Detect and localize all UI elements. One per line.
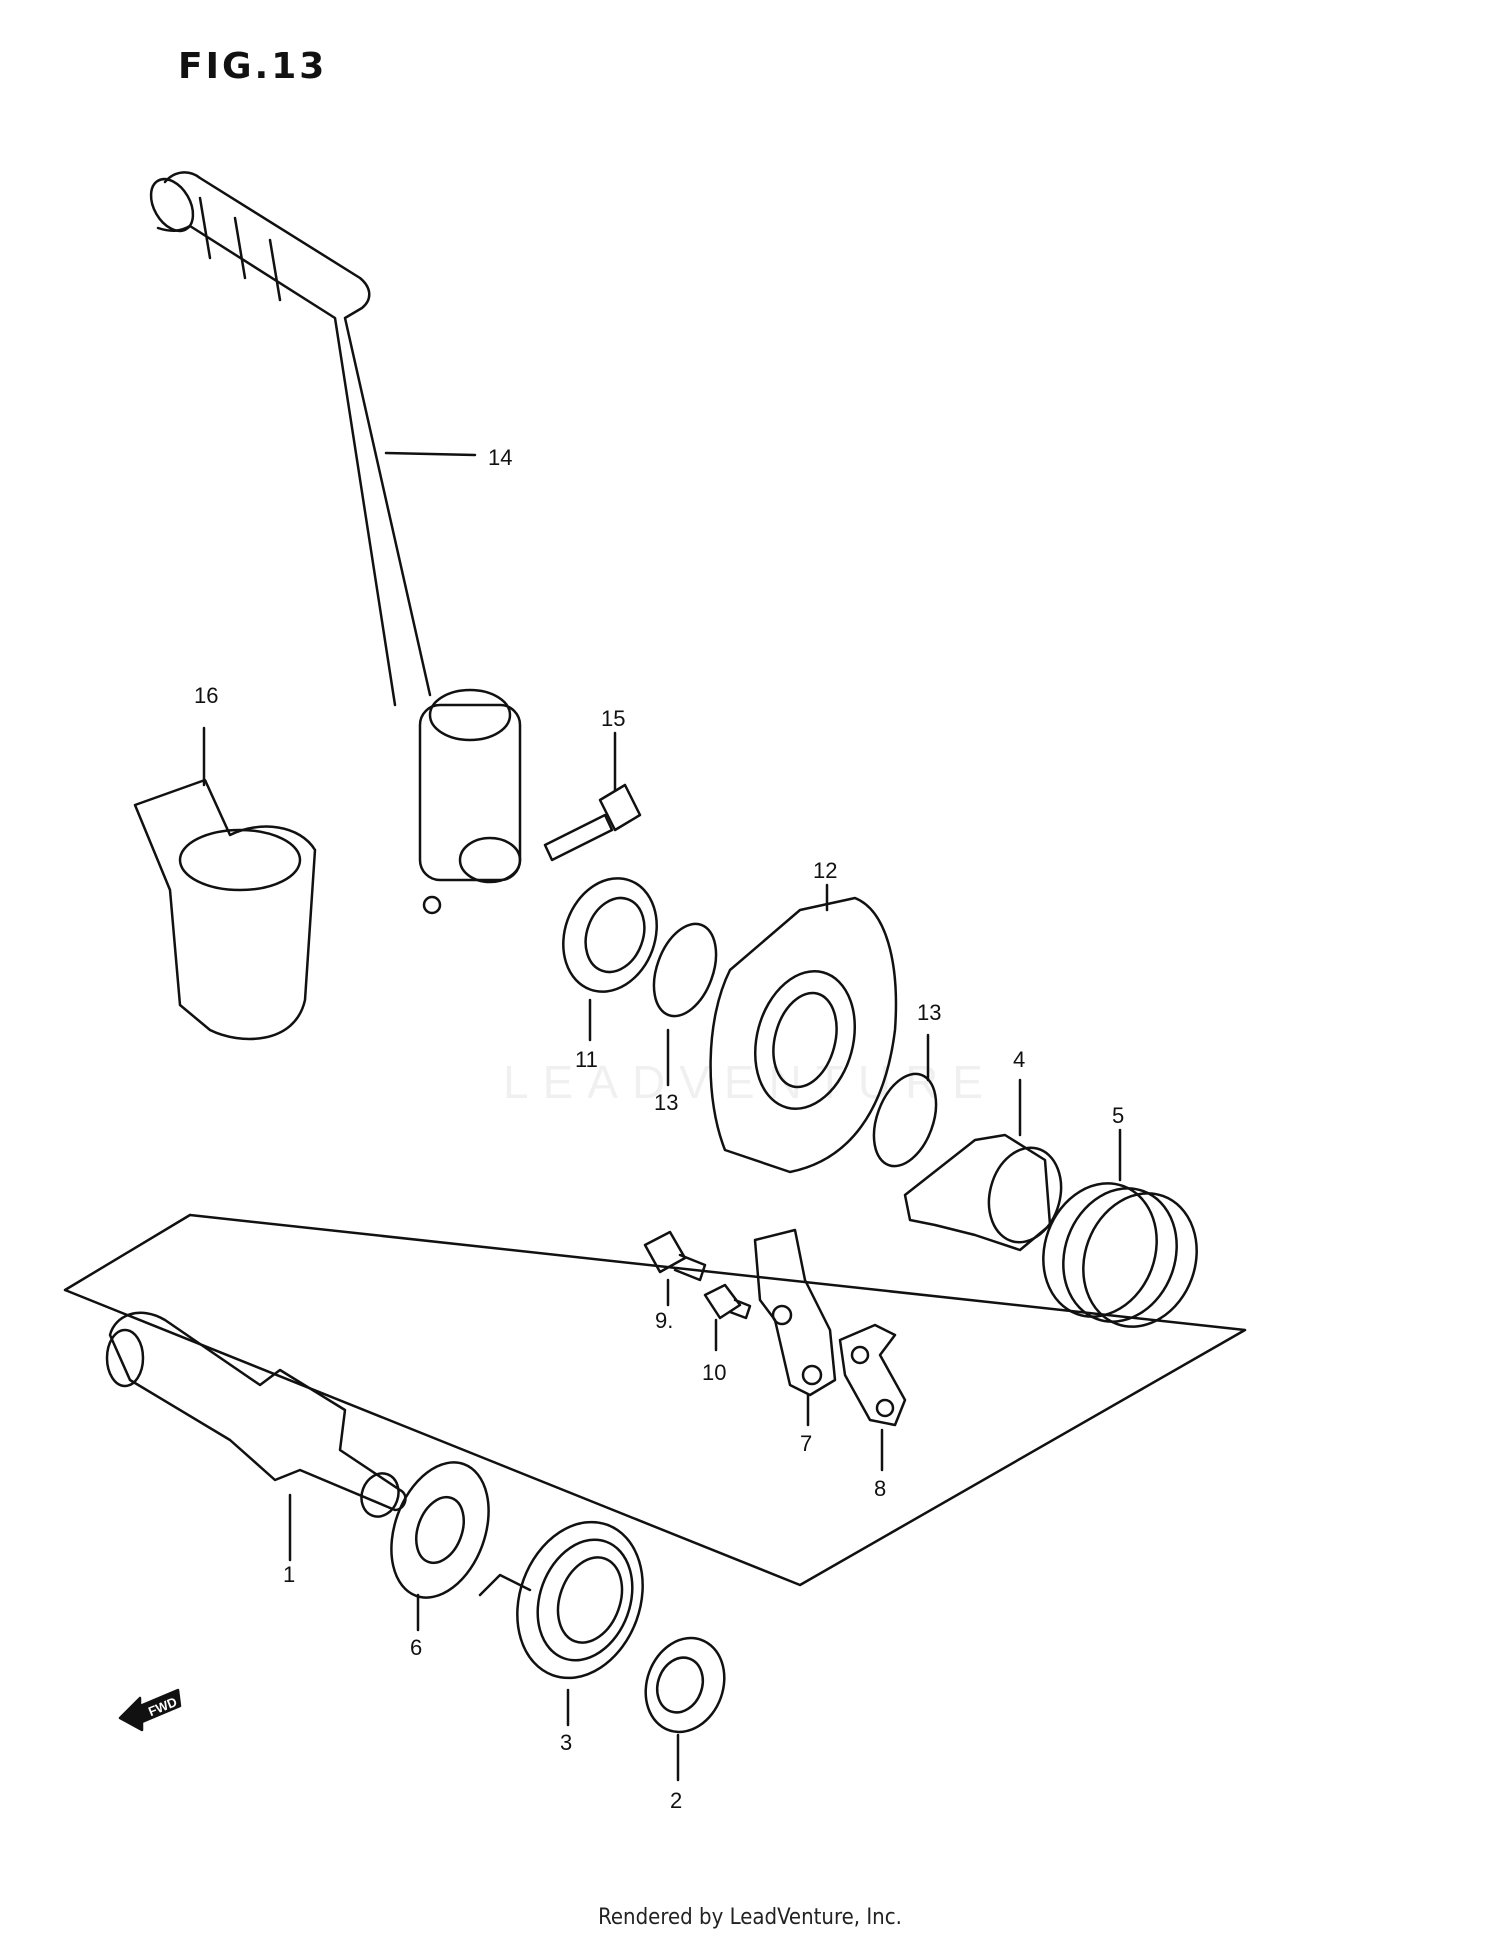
bolt-part-15: [543, 783, 642, 862]
callout-12: 12: [813, 858, 837, 883]
callout-2: 2: [670, 1788, 682, 1813]
watermark: LEADVENTURE: [503, 1056, 997, 1108]
washer-part-6: [390, 1461, 490, 1599]
bolt-part-9: [643, 1230, 707, 1282]
boot-part-16: [133, 778, 317, 1041]
callout-13a: 13: [654, 1090, 678, 1115]
callout-6: 6: [410, 1635, 422, 1660]
callout-3: 3: [560, 1730, 572, 1755]
bolt-part-10: [703, 1283, 752, 1320]
kick-shaft-part-1: [105, 1311, 407, 1518]
seal-part-11: [562, 877, 658, 993]
spring-part-5: [1042, 1182, 1198, 1328]
figure-title: FIG.13: [178, 46, 328, 87]
guide-part-8: [838, 1323, 907, 1427]
fwd-arrow-icon: [118, 1688, 182, 1732]
kick-gear-part-12: [709, 896, 898, 1174]
callout-8: 8: [874, 1476, 886, 1501]
footer-credit: Rendered by LeadVenture, Inc.: [598, 1905, 902, 1930]
callout-15: 15: [601, 706, 625, 731]
callout-14: 14: [488, 445, 512, 470]
ratchet-part-4: [903, 1133, 1063, 1252]
kick-lever-part-14: [149, 171, 522, 915]
callout-11: 11: [575, 1047, 598, 1072]
callout-7: 7: [800, 1431, 812, 1456]
washer-part-13b: [872, 1072, 938, 1168]
fwd-label: FWD: [146, 1694, 179, 1719]
callout-10: 10: [702, 1360, 726, 1385]
assembly-outline: [63, 1213, 1247, 1587]
callout-16: 16: [194, 683, 218, 708]
callout-1: 1: [283, 1562, 295, 1587]
washer-part-13a: [652, 922, 718, 1018]
plate-part-7: [753, 1228, 837, 1397]
callout-4: 4: [1013, 1047, 1025, 1072]
callout-13b: 13: [917, 1000, 941, 1025]
callout-9: 9.: [655, 1308, 673, 1333]
collar-part-2: [644, 1636, 726, 1734]
spring-part-3: [478, 1520, 644, 1680]
leader-14: [384, 451, 477, 457]
callout-5: 5: [1112, 1103, 1124, 1128]
